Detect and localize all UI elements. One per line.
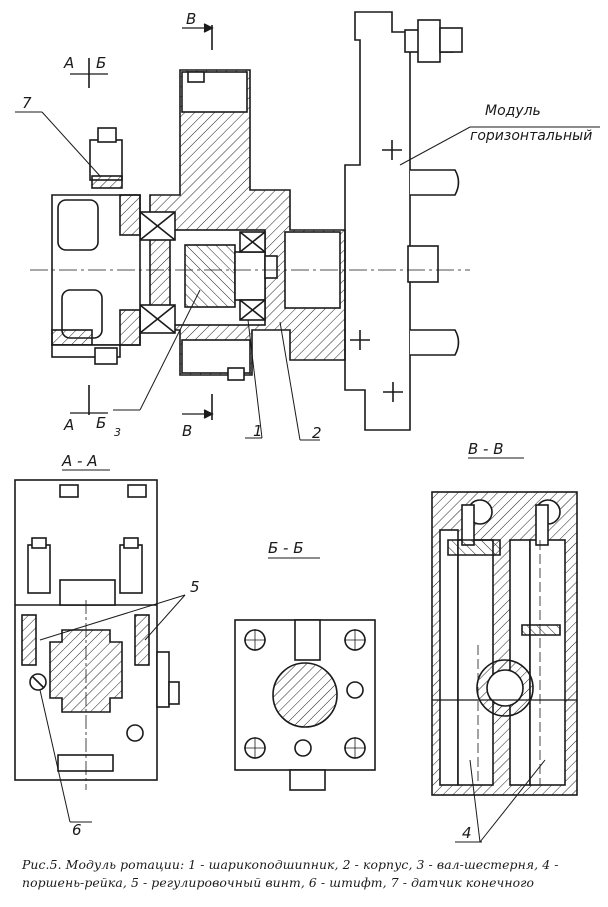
label-module-line1: Модуль (485, 103, 541, 119)
title-bb: Б - Б (268, 539, 304, 557)
label-section-v-top: В (186, 10, 196, 28)
label-section-v-bottom: В (182, 422, 192, 440)
label-section-b-bottom: Б (96, 414, 106, 432)
section-markers (70, 23, 214, 420)
label-section-a-bottom: А (63, 416, 74, 434)
label-section-a: А (63, 54, 74, 72)
leader-lines (15, 111, 600, 441)
label-module-line2: горизонтальный (470, 128, 592, 144)
section-vv-view (431, 491, 578, 843)
label-num-5: 5 (190, 578, 200, 596)
label-num-4: 4 (462, 824, 472, 842)
technical-drawing: В А Б 7 А Б 3 В 1 2 Модуль горизонтальны… (14, 10, 600, 843)
label-num-7: 7 (22, 94, 32, 112)
label-num-1: 1 (253, 422, 263, 440)
figure-caption: Рис.5. Модуль ротации: 1 - шарикоподшипн… (22, 856, 592, 892)
label-section-b: Б (96, 54, 106, 72)
main-assembly-view (30, 11, 470, 431)
title-vv: В - В (468, 440, 504, 458)
section-aa-view (14, 479, 186, 823)
caption-line-1: Рис.5. Модуль ротации: 1 - шарикоподшипн… (22, 857, 559, 872)
label-num-2: 2 (312, 424, 322, 442)
label-num-3: 3 (114, 426, 121, 439)
label-num-6: 6 (72, 821, 82, 839)
title-aa: А - А (61, 452, 97, 470)
caption-line-2: поршень-рейка, 5 - регулировочный винт, … (22, 875, 535, 890)
section-bb-view (234, 619, 376, 791)
